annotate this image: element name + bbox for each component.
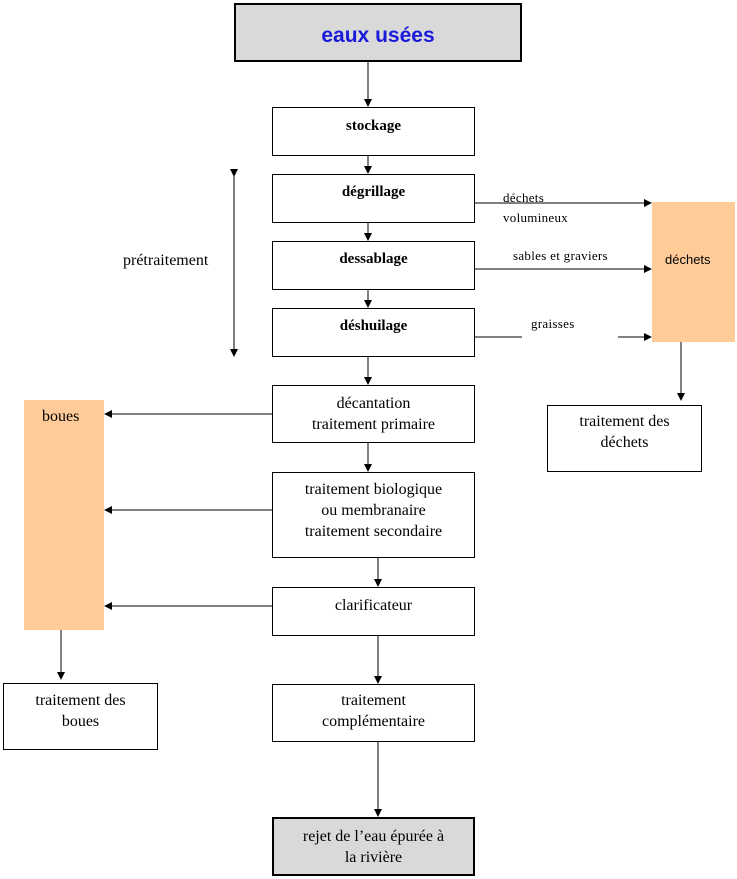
traitement-boues-box: traitement des boues bbox=[3, 683, 158, 750]
rejet-label-1: rejet de l’eau épurée à bbox=[302, 827, 445, 845]
biologique-box: traitement biologique ou membranaire tra… bbox=[272, 472, 475, 558]
deshuilage-label: déshuilage bbox=[339, 318, 408, 334]
complementaire-label-2: complémentaire bbox=[321, 713, 426, 730]
traitement-dechets-label-2: déchets bbox=[600, 434, 649, 451]
stockage-box: stockage bbox=[272, 107, 475, 156]
degrillage-box: dégrillage bbox=[272, 174, 475, 223]
stockage-label: stockage bbox=[346, 118, 401, 134]
deshuilage-box: déshuilage bbox=[272, 308, 475, 357]
degrillage-label: dégrillage bbox=[341, 184, 406, 200]
complementaire-box: traitement complémentaire bbox=[272, 684, 475, 742]
complementaire-label-1: traitement bbox=[341, 692, 406, 709]
diagram-title: eaux usées bbox=[321, 23, 435, 47]
traitement-boues-label-2: boues bbox=[61, 713, 100, 730]
dechets-column bbox=[652, 202, 735, 342]
boues-label: boues bbox=[42, 408, 80, 425]
biologique-label-1: traitement biologique bbox=[304, 481, 443, 498]
rejet-label-2: la rivière bbox=[344, 848, 403, 866]
decantation-box: décantation traitement primaire bbox=[272, 385, 475, 443]
biologique-label-2: ou membranaire bbox=[321, 502, 426, 519]
clarificateur-label: clarificateur bbox=[334, 597, 413, 614]
title-box: eaux usées bbox=[234, 3, 522, 62]
boues-column bbox=[24, 400, 104, 630]
pretraitement-label: prétraitement bbox=[123, 252, 209, 269]
decantation-label-2: traitement primaire bbox=[311, 416, 436, 433]
decantation-label-1: décantation bbox=[336, 395, 411, 412]
dessablage-label: dessablage bbox=[339, 251, 408, 267]
dechets-volumineux-label-2: volumineux bbox=[503, 210, 569, 225]
dechets-label: déchets bbox=[665, 252, 711, 267]
traitement-dechets-label-1: traitement des bbox=[579, 413, 670, 430]
rejet-box: rejet de l’eau épurée à la rivière bbox=[272, 817, 475, 876]
dessablage-box: dessablage bbox=[272, 241, 475, 290]
biologique-label-3: traitement secondaire bbox=[304, 523, 443, 540]
clarificateur-box: clarificateur bbox=[272, 587, 475, 636]
graisses-label: graisses bbox=[531, 316, 575, 331]
dechets-volumineux-label-1: déchets bbox=[503, 190, 545, 205]
traitement-dechets-box: traitement des déchets bbox=[547, 405, 702, 472]
traitement-boues-label-1: traitement des bbox=[35, 692, 126, 709]
sables-graviers-label: sables et graviers bbox=[513, 248, 608, 263]
